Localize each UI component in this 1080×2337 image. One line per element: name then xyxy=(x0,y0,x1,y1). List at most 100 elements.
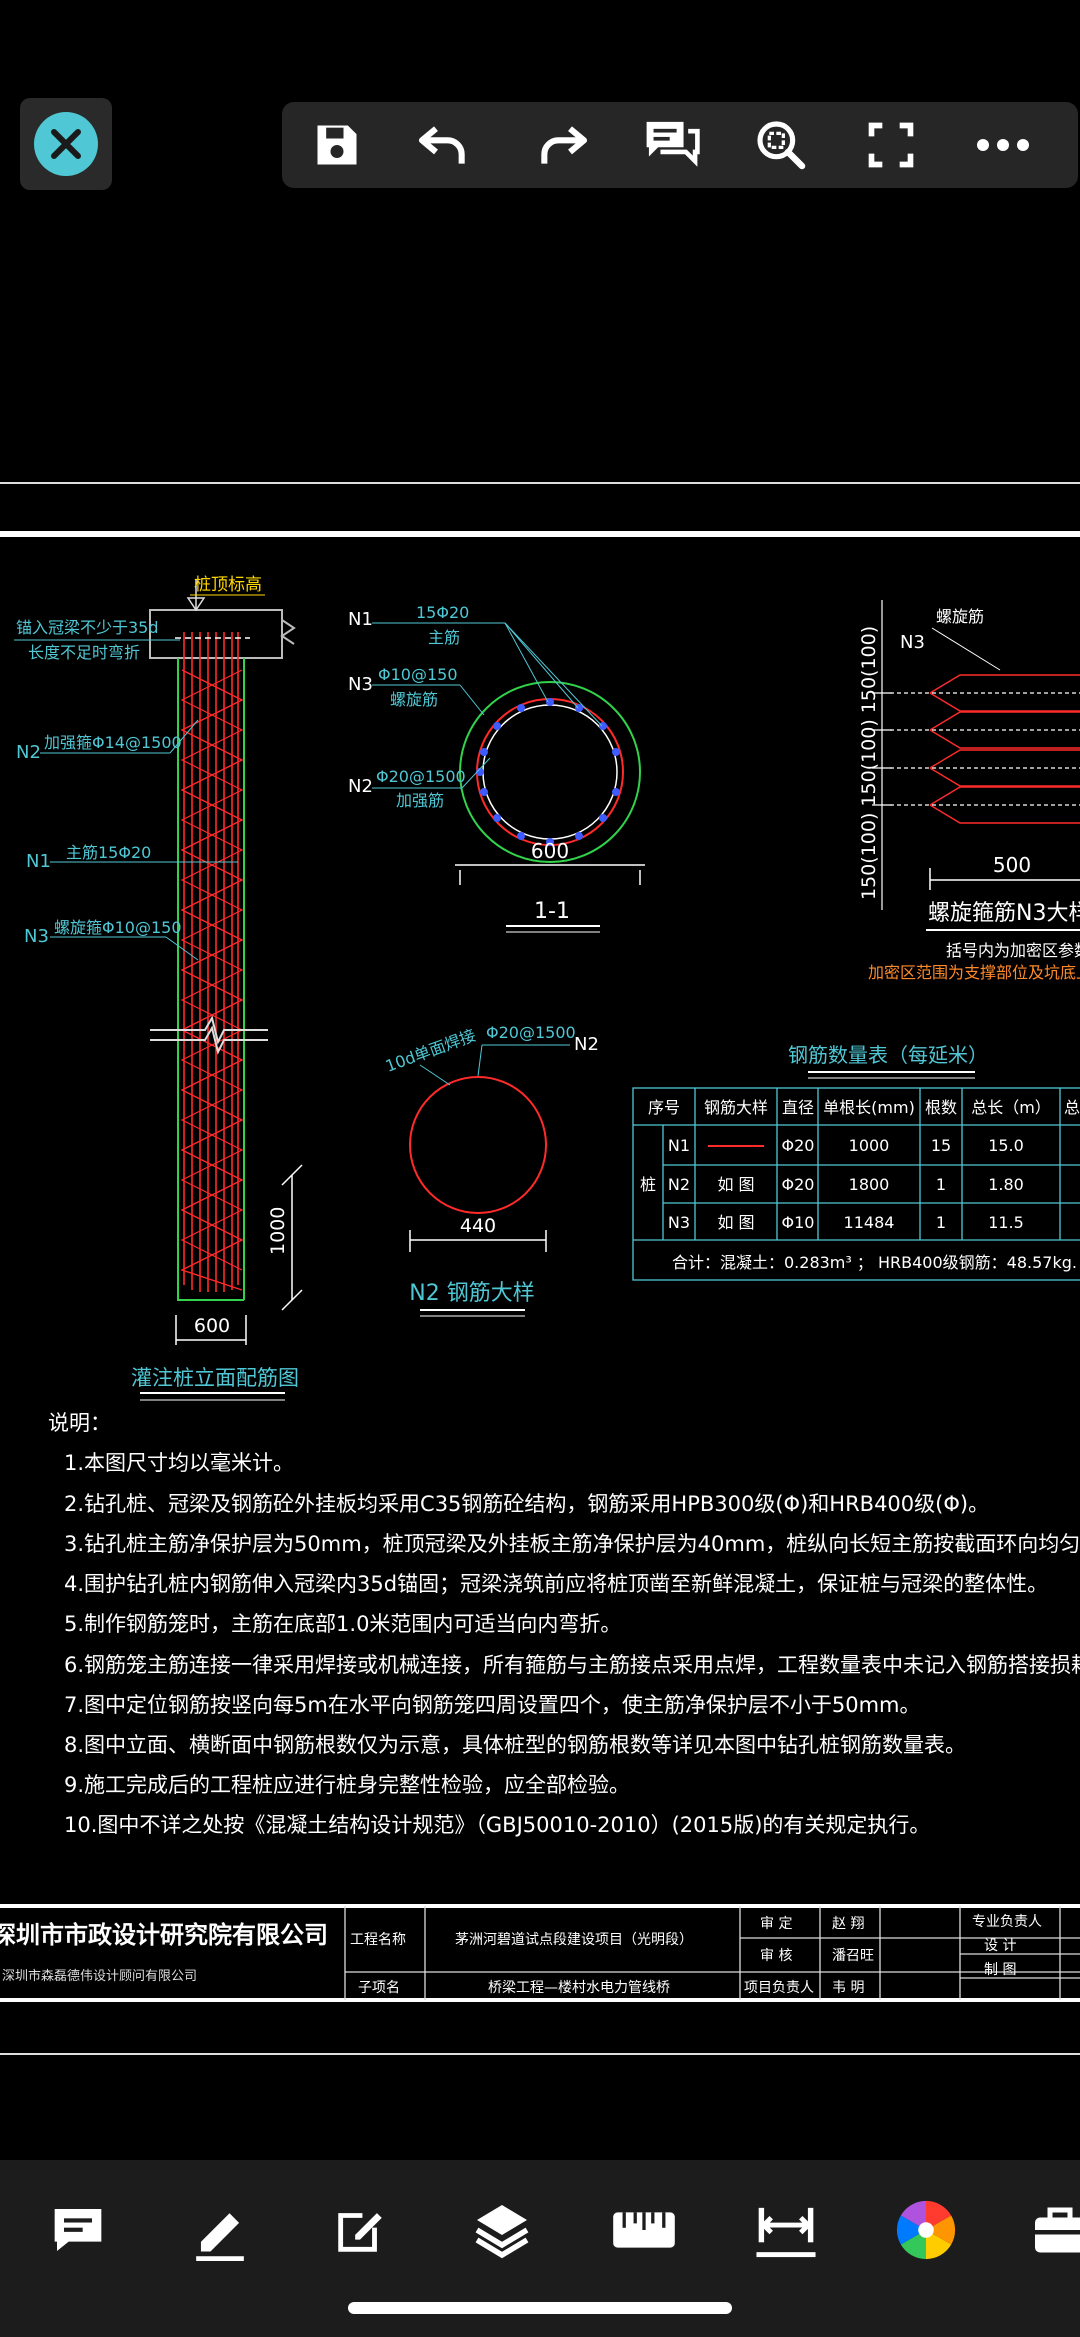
sec-n2-label: N2 xyxy=(348,776,373,797)
n1-label: N1 xyxy=(26,851,51,872)
table-cell: 1 xyxy=(936,1213,946,1232)
close-button[interactable] xyxy=(20,98,112,190)
ruler-icon xyxy=(613,2212,675,2248)
table-cell: 如 图 xyxy=(717,1213,754,1232)
major-lead: 专业负责人 xyxy=(972,1914,1042,1930)
table-header: 序号 xyxy=(648,1098,680,1117)
dim-440: 440 xyxy=(460,1215,496,1237)
spiral-n3-label: N3 xyxy=(900,632,925,653)
table-cell: 1.80 xyxy=(988,1175,1024,1194)
elevation-title: 灌注桩立面配筋图 xyxy=(131,1366,299,1390)
table-header: 直径 xyxy=(782,1098,814,1117)
sec-n2-text1: Φ20@1500 xyxy=(376,767,466,786)
pencil-button[interactable] xyxy=(170,2190,270,2270)
n3-text: 螺旋箍Φ10@150 xyxy=(54,918,182,937)
table-cell: N2 xyxy=(668,1175,690,1194)
company-name: 深圳市市政设计研究院有限公司 xyxy=(0,1921,328,1949)
shen-ding-name: 赵 翔 xyxy=(832,1916,864,1932)
table-cell: 15.0 xyxy=(988,1136,1024,1155)
table-total: 合计：混凝土：0.283m³ ； HRB400级钢筋：48.57kg. xyxy=(672,1253,1077,1272)
sec-n2-text2: 加强筋 xyxy=(396,791,444,810)
table-cell: 1800 xyxy=(849,1175,890,1194)
table-header: 总长（m） xyxy=(971,1098,1051,1117)
spiral-note-1: 括号内为加密区参数 xyxy=(946,941,1080,960)
table-header: 钢筋大样 xyxy=(704,1098,768,1117)
drawing-border-top xyxy=(0,531,1080,537)
top-toolbar xyxy=(282,102,1078,188)
more-button[interactable] xyxy=(958,102,1048,188)
dim-1000: 1000 xyxy=(267,1207,289,1255)
rebar-table: 钢筋数量表（每延米） 序号 钢筋大样 直径 单根长(mm) 根数 总长（m） 总 xyxy=(632,1043,1080,1281)
table-cell: 如 图 xyxy=(717,1175,754,1194)
draw-label: 制 图 xyxy=(984,1962,1016,1978)
dim-600-left: 600 xyxy=(194,1315,230,1337)
dim-600-section: 600 xyxy=(531,839,569,863)
annotation-icon xyxy=(54,2209,102,2251)
comment-icon xyxy=(646,121,700,167)
note-line: 9.施工完成后的工程桩应进行桩身完整性检验，应全部检验。 xyxy=(64,1773,630,1797)
design-label: 设 计 xyxy=(984,1938,1016,1954)
table-cell: 15 xyxy=(931,1136,951,1155)
table-header: 单根长(mm) xyxy=(823,1098,915,1117)
note-line: 5.制作钢筋笼时，主筋在底部1.0米范围内可适当向内弯折。 xyxy=(64,1612,621,1636)
redo-button[interactable] xyxy=(518,102,608,188)
section-1-1: N1 15Φ20 主筋 N3 Φ10@150 螺旋筋 N2 Φ20@1500 加… xyxy=(348,603,645,933)
table-title: 钢筋数量表（每延米） xyxy=(788,1043,988,1067)
notes: 说明： 1.本图尺寸均以毫米计。 2.钻孔桩、冠梁及钢筋砼外挂板均采用C35钢筋… xyxy=(48,1411,1080,1837)
n2-text: 加强箍Φ14@1500 xyxy=(44,733,182,752)
comments-button[interactable] xyxy=(627,102,717,188)
n2-label: N2 xyxy=(16,742,41,763)
undo-button[interactable] xyxy=(398,102,488,188)
table-cell: 11484 xyxy=(844,1213,895,1232)
layers-button[interactable] xyxy=(452,2190,552,2270)
layers-icon xyxy=(475,2205,529,2259)
save-button[interactable] xyxy=(292,102,382,188)
pile-elevation: 桩顶标高 锚入冠梁不少于35d 长度不足时弯折 N2 加强箍Φ14@1500 xyxy=(14,575,303,1401)
bottom-toolbar xyxy=(0,2160,1080,2337)
proj-name-label: 工程名称 xyxy=(350,1932,406,1948)
fullscreen-button[interactable] xyxy=(846,102,936,188)
sec-n1-label: N1 xyxy=(348,609,373,630)
n2d-title: N2 钢筋大样 xyxy=(409,1281,534,1306)
redo-icon xyxy=(541,126,588,164)
divider xyxy=(0,482,1080,484)
spiral-dims: 150(100) 150(100) 150(100) xyxy=(858,626,880,900)
sub-name: 桥梁工程—楼村水电力管线桥 xyxy=(488,1980,670,1996)
annotation-button[interactable] xyxy=(28,2190,128,2270)
spiral-detail: N3 螺旋筋 150(100) 150(100) 150(100) 500 螺旋… xyxy=(858,600,1080,982)
color-button[interactable] xyxy=(876,2190,976,2270)
sec-n1-text1: 15Φ20 xyxy=(416,603,469,622)
home-indicator[interactable] xyxy=(348,2302,732,2314)
cad-drawing-canvas[interactable]: 桩顶标高 锚入冠梁不少于35d 长度不足时弯折 N2 加强箍Φ14@1500 xyxy=(0,540,1080,2120)
dimension-button[interactable] xyxy=(736,2190,836,2270)
shen-he-name: 潘召旺 xyxy=(832,1948,874,1964)
note-line: 7.图中定位钢筋按竖向每5m在水平向钢筋笼四周设置四个，使主筋净保护层不小于50… xyxy=(64,1693,921,1717)
dim-500: 500 xyxy=(993,853,1031,877)
note-line: 8.图中立面、横断面中钢筋根数仅为示意，具体桩型的钢筋根数等详见本图中钻孔桩钢筋… xyxy=(64,1733,966,1757)
table-cell: 1 xyxy=(936,1175,946,1194)
more-icon xyxy=(977,139,1029,151)
table-cell: 11.5 xyxy=(988,1213,1024,1232)
n3-label: N3 xyxy=(24,926,49,947)
table-cell: Φ20 xyxy=(782,1136,815,1155)
toolbox-icon xyxy=(1035,2207,1080,2253)
table-cell: Φ10 xyxy=(782,1213,815,1232)
section-title: 1-1 xyxy=(534,899,570,924)
n1-text: 主筋15Φ20 xyxy=(66,843,151,862)
note-line: 6.钢筋笼主筋连接一律采用焊接或机械连接，所有箍筋与主筋接点采用点焊，工程数量表… xyxy=(64,1653,1080,1677)
edit-button[interactable] xyxy=(310,2190,410,2270)
title-block: 深圳市市政设计研究院有限公司 深圳市森磊德伟设计顾问有限公司 工程名称 茅洲河碧… xyxy=(0,1904,1080,2002)
company-sub: 深圳市森磊德伟设计顾问有限公司 xyxy=(2,1968,197,1984)
toolbox-button[interactable] xyxy=(1010,2190,1080,2270)
note-line: 4.围护钻孔桩内钢筋伸入冠梁内35d锚固；冠梁浇筑前应将桩顶凿至新鲜混凝土，保证… xyxy=(64,1572,1048,1596)
zoom-area-button[interactable] xyxy=(736,102,826,188)
table-header: 根数 xyxy=(925,1098,957,1117)
ruler-button[interactable] xyxy=(594,2190,694,2270)
spiral-label: 螺旋筋 xyxy=(936,607,984,626)
n2d-label: N2 xyxy=(574,1034,599,1055)
note-line: 3.钻孔桩主筋净保护层为50mm，桩顶冠梁及外挂板主筋净保护层为40mm，桩纵向… xyxy=(64,1532,1080,1556)
undo-icon xyxy=(418,126,465,164)
shen-ding: 审 定 xyxy=(760,1916,792,1932)
proj-lead: 项目负责人 xyxy=(744,1980,814,1996)
pile-top-label: 桩顶标高 xyxy=(194,575,262,595)
